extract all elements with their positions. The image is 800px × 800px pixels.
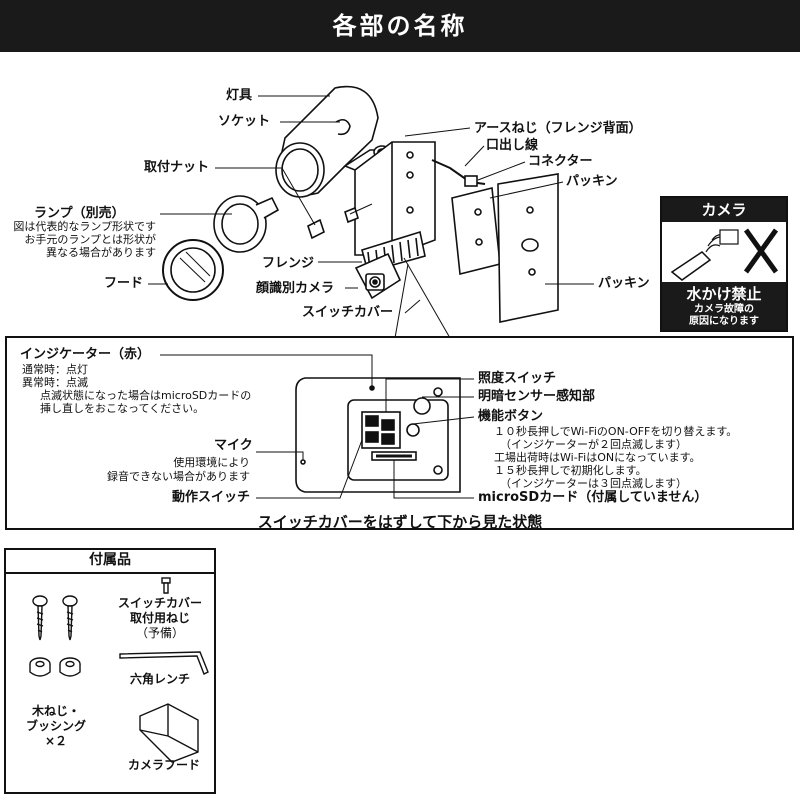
wood-screws bbox=[32, 595, 78, 641]
label-lighting: 灯具 bbox=[226, 88, 253, 103]
acc-wood-screw-1: 木ねじ・ bbox=[31, 704, 80, 718]
label-lamp: ランプ（別売） bbox=[34, 206, 125, 221]
hex-wrench bbox=[119, 651, 209, 675]
accessories-title: 付属品 bbox=[4, 548, 216, 574]
no-water-icon bbox=[670, 228, 779, 281]
warning-camera-label: カメラ bbox=[662, 198, 786, 222]
label-socket: ソケット bbox=[218, 114, 271, 129]
acc-wood-screw-3: ×２ bbox=[44, 734, 68, 748]
warning-sub-1: カメラ故障の bbox=[694, 304, 754, 315]
detail-caption: スイッチカバーをはずして下から見た状態 bbox=[257, 513, 543, 531]
acc-switch-screw-2: 取付用ねじ bbox=[129, 611, 190, 625]
label-packing-bottom: パッキン bbox=[598, 276, 650, 291]
label-face-camera: 顔識別カメラ bbox=[256, 281, 335, 296]
page-title: 各部の名称 bbox=[0, 0, 800, 52]
function-note-1: １０秒長押しでWi-FiのON-OFFを切り替えます。 bbox=[494, 425, 738, 438]
warning-main: 水かけ禁止 bbox=[686, 285, 762, 303]
accessories-box bbox=[4, 548, 216, 794]
lamp-note-1: 図は代表的なランプ形状です bbox=[13, 220, 156, 233]
label-lead-wire: 口出し線 bbox=[486, 138, 539, 153]
label-packing-top: パッキン bbox=[566, 174, 618, 189]
acc-camera-hood: カメラフード bbox=[127, 758, 200, 772]
lamp-note-3: 異なる場合があります bbox=[46, 246, 156, 259]
label-illum-switch: 照度スイッチ bbox=[478, 371, 557, 386]
packing-back bbox=[497, 173, 559, 323]
indicator-note-2: 異常時：点滅 bbox=[22, 376, 88, 389]
label-hood: フード bbox=[104, 276, 144, 291]
label-flange: フレンジ bbox=[262, 256, 315, 271]
label-function-button: 機能ボタン bbox=[478, 409, 544, 424]
bottom-view-detail-box bbox=[5, 336, 794, 530]
label-light-sensor: 明暗センサー感知部 bbox=[478, 389, 596, 404]
indicator-note-3: 点滅状態になった場合はmicroSDカードの bbox=[40, 389, 252, 402]
acc-wood-screw-2: ブッシング bbox=[25, 719, 86, 733]
warning-message: 水かけ禁止 カメラ故障の 原因になります bbox=[662, 282, 786, 330]
cover-screw bbox=[161, 577, 171, 594]
acc-hex-wrench: 六角レンチ bbox=[129, 672, 190, 686]
label-operation-switch: 動作スイッチ bbox=[172, 490, 251, 505]
bushings bbox=[29, 657, 81, 677]
acc-switch-screw-3: （予備） bbox=[135, 626, 184, 640]
detail-leader-lines bbox=[160, 354, 475, 499]
mic-note-2: 録音できない場合があります bbox=[107, 470, 250, 483]
function-note-3: 工場出荷時はWi-FiはONになっています。 bbox=[494, 451, 701, 464]
connector-shape bbox=[464, 175, 478, 187]
function-note-2: （インジケーターが２回点滅します） bbox=[500, 438, 687, 451]
function-note-5: （インジケーターは３回点滅します） bbox=[500, 477, 687, 490]
lamp-note-2: お手元のランプとは形状が bbox=[24, 233, 156, 246]
label-mic: マイク bbox=[214, 438, 253, 453]
mic-note-1: 使用環境により bbox=[173, 456, 250, 469]
warning-sub-2: 原因になります bbox=[689, 316, 759, 327]
label-mount-nut: 取付ナット bbox=[144, 160, 210, 175]
acc-switch-screw-1: スイッチカバー bbox=[117, 596, 202, 610]
label-connector: コネクター bbox=[528, 154, 593, 169]
label-switch-cover: スイッチカバー bbox=[302, 305, 394, 320]
label-indicator: インジケーター（赤） bbox=[20, 347, 151, 362]
indicator-note-1: 通常時：点灯 bbox=[22, 363, 88, 376]
water-warning-box: カメラ 水かけ禁止 カメラ故障の 原因になります bbox=[660, 196, 788, 332]
label-earth-screw: アースねじ（フレンジ背面） bbox=[474, 121, 642, 136]
function-note-4: １５秒長押しで初期化します。 bbox=[494, 464, 647, 477]
leader-lines bbox=[148, 95, 594, 314]
mount-nut bbox=[307, 218, 325, 240]
label-microsd: microSDカード（付属していません） bbox=[478, 490, 708, 505]
indicator-note-4: 挿し直しをおこなってください。 bbox=[40, 402, 205, 415]
housing-opening bbox=[275, 142, 325, 198]
camera-hood-shape bbox=[139, 703, 199, 763]
